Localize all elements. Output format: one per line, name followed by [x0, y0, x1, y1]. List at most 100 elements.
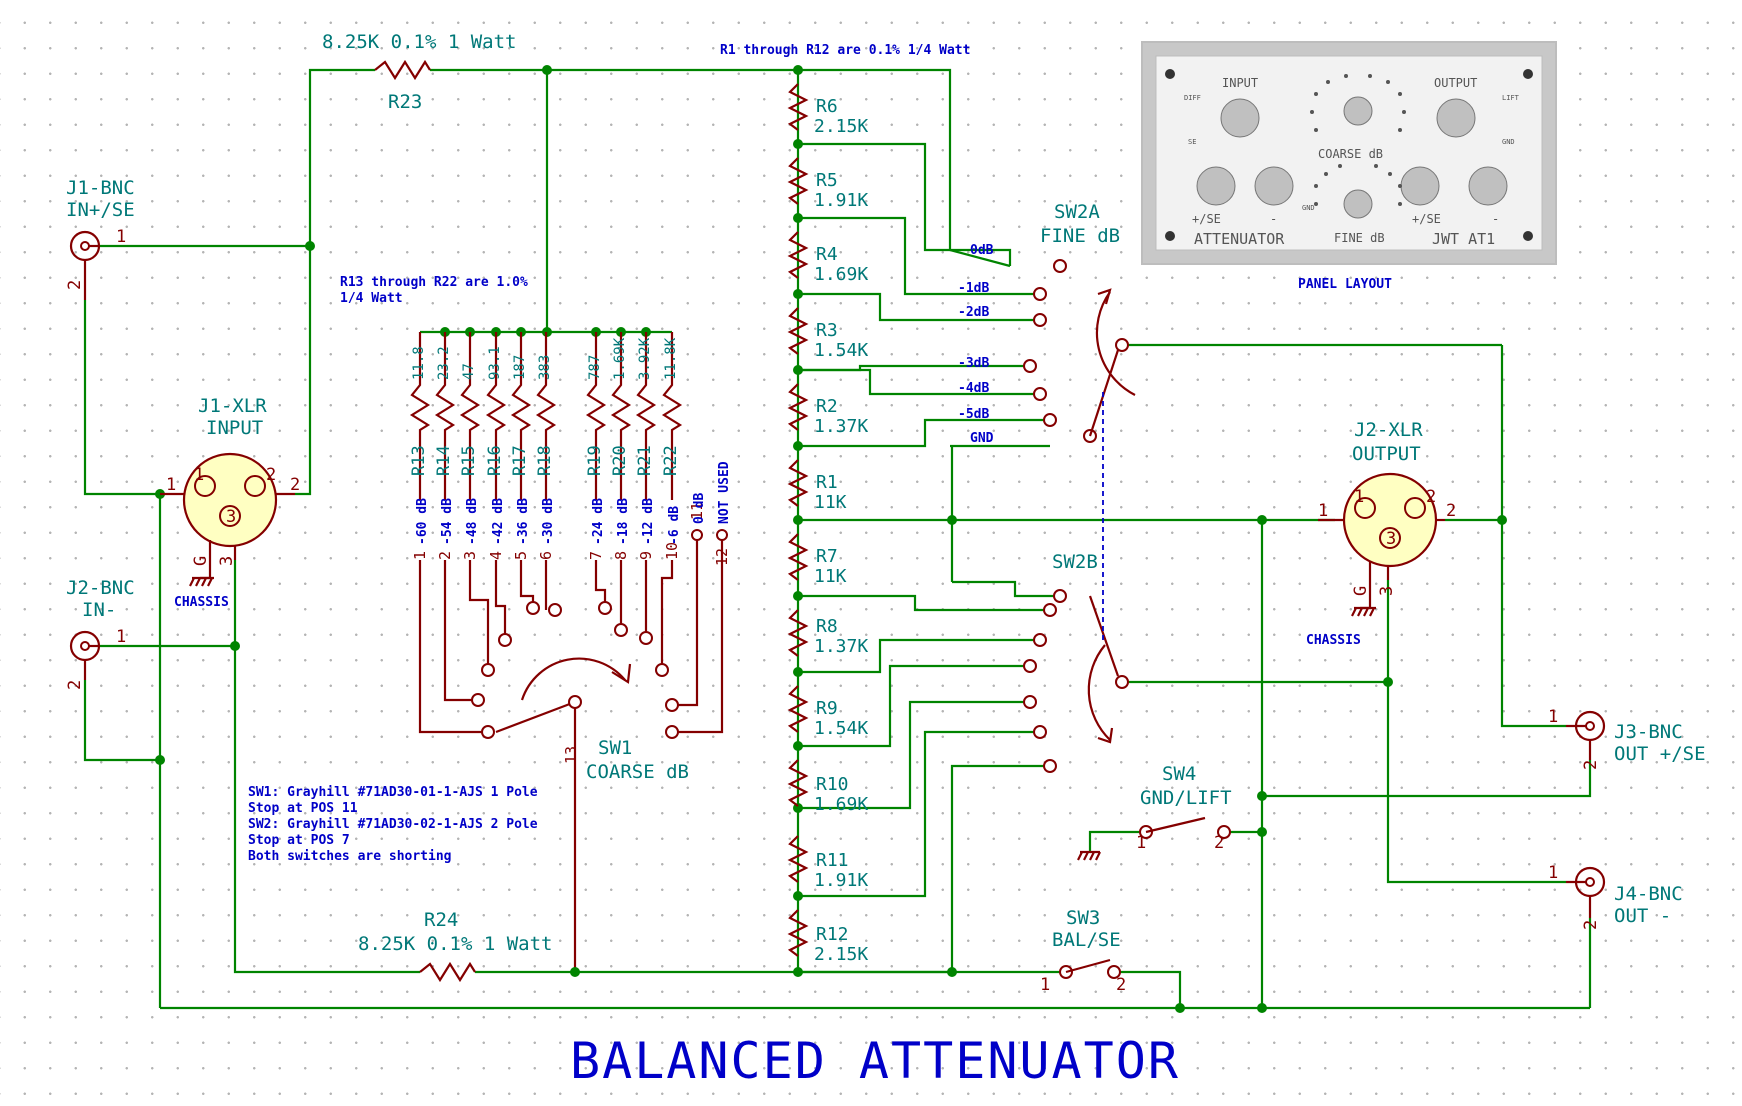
- xlr-j1: [160, 452, 295, 587]
- chassis-label: CHASSIS: [174, 595, 229, 610]
- xlr-j2: [1318, 472, 1445, 617]
- bank-ref: R18: [535, 445, 555, 476]
- j1-xlr-sub: INPUT: [206, 417, 263, 439]
- pin-number: 1: [1354, 487, 1364, 507]
- sw4-switch: [1077, 816, 1231, 861]
- sw2a-position-label: -3dB: [958, 356, 989, 371]
- j4-bnc-ref: J4-BNC: [1614, 883, 1683, 905]
- note-r13-r22: R13 through R22 are 1.0%: [340, 275, 528, 290]
- ladder-value: 1.69K: [814, 794, 868, 815]
- panel-plus-se-in: +/SE: [1192, 212, 1221, 226]
- panel-label-gnd: GND: [1502, 138, 1515, 146]
- j2-bnc-sub: IN-: [82, 599, 116, 621]
- ladder-ref: R5: [816, 170, 838, 191]
- panel-label-diff: DIFF: [1184, 94, 1201, 102]
- pin-number: 2: [266, 465, 276, 485]
- pin-number: 2: [1581, 920, 1601, 930]
- panel-input-label: INPUT: [1222, 76, 1258, 90]
- pin-number: 1: [1040, 975, 1050, 995]
- j2-xlr-ref: J2-XLR: [1354, 419, 1423, 441]
- ladder-value: 1.37K: [814, 416, 868, 437]
- ladder-ref: R4: [816, 244, 838, 265]
- sw1-position-label: 2: [436, 551, 454, 560]
- ladder-ref: R7: [816, 546, 838, 567]
- ladder-value: 11K: [814, 492, 847, 513]
- r24-value: 8.25K 0.1% 1 Watt: [358, 933, 552, 955]
- r23-ref: R23: [388, 91, 422, 113]
- note-r13-r22: 1/4 Watt: [340, 291, 403, 306]
- j1-bnc-ref: J1-BNC: [66, 177, 135, 199]
- pin-number: 1: [1548, 707, 1558, 727]
- panel-layout-drawing: DIFF SE LIFT GND GND INPUT OUTPUT COARSE…: [1141, 41, 1557, 265]
- sw1-db-label: -60 dB: [415, 498, 430, 545]
- sw2b-switch: [1023, 589, 1129, 773]
- pin-number: 1: [194, 465, 204, 485]
- sw1-db-label: -48 dB: [465, 498, 480, 545]
- sw1-position-label: 12: [713, 548, 731, 566]
- bank-value: 11.8K: [663, 337, 679, 380]
- bank-value: 383: [537, 355, 553, 380]
- sw1-position-label: 4: [487, 551, 505, 560]
- resistor-bank: [409, 332, 683, 500]
- sw1-db-label: -36 dB: [516, 498, 531, 545]
- ladder-value: 1.54K: [814, 718, 868, 739]
- pin-number: 3: [1386, 529, 1396, 549]
- bank-value: 23.2: [436, 346, 452, 380]
- panel-label-se: SE: [1188, 138, 1196, 146]
- ladder-value: 1.37K: [814, 636, 868, 657]
- ladder-ref: R9: [816, 698, 838, 719]
- pin-number: 1: [1136, 833, 1146, 853]
- switch-note-line: Stop at POS 7: [248, 833, 350, 848]
- bank-value: 787: [587, 355, 603, 380]
- resistor-ladder: [787, 83, 809, 957]
- bank-ref: R19: [585, 445, 605, 476]
- ladder-ref: R12: [816, 924, 849, 945]
- sw1-wiring: [418, 535, 724, 972]
- panel-label-lift: LIFT: [1502, 94, 1520, 102]
- sw1-position-label: 8: [612, 551, 630, 560]
- pin-number: 1: [116, 227, 126, 247]
- sw1-position-label: 1: [411, 551, 429, 560]
- ladder-value: 1.69K: [814, 264, 868, 285]
- sw1-db-label: -42 dB: [491, 498, 506, 545]
- sw2a-switch: [1023, 259, 1136, 443]
- ladder-ref: R3: [816, 320, 838, 341]
- sw1-db-label: -6 dB: [667, 506, 682, 545]
- bank-value: 93.1: [487, 346, 503, 380]
- sw1-position-label: 7: [587, 551, 605, 560]
- switch-note-line: SW2: Grayhill #71AD30-02-1-AJS 2 Pole: [248, 817, 538, 832]
- pin-number: 2: [1214, 833, 1224, 853]
- sw2a-sub: FINE dB: [1040, 225, 1120, 247]
- panel-minus-out: -: [1492, 212, 1499, 226]
- bank-value: 187: [512, 355, 528, 380]
- resistor-r23: [374, 59, 431, 81]
- pin-number: 3: [217, 556, 237, 566]
- ladder-value: 2.15K: [814, 944, 868, 965]
- sw2a-position-label: GND: [970, 431, 994, 446]
- sw1-ref: SW1: [598, 737, 632, 759]
- pin-number: 3: [226, 507, 236, 527]
- sw2a-position-label: 0dB: [970, 243, 994, 258]
- sw4-ref: SW4: [1162, 763, 1196, 785]
- panel-coarse-label: COARSE dB: [1318, 147, 1383, 161]
- pin-number: 2: [1581, 760, 1601, 770]
- sw4-sub: GND/LIFT: [1140, 787, 1232, 809]
- sw1-position-label: 5: [512, 551, 530, 560]
- j1-xlr-ref: J1-XLR: [198, 395, 267, 417]
- ladder-ref: R11: [816, 850, 849, 871]
- pin-number: 1: [166, 475, 176, 495]
- pin-number: 3: [1377, 586, 1397, 596]
- pin-number: 1: [1318, 501, 1328, 521]
- chassis-label: CHASSIS: [1306, 633, 1361, 648]
- bank-value: 3.92K: [637, 337, 653, 380]
- bank-ref: R13: [409, 445, 429, 476]
- bank-ref: R22: [661, 445, 681, 476]
- switch-note-line: Stop at POS 11: [248, 801, 358, 816]
- resistor-r24: [419, 961, 476, 983]
- ladder-value: 11K: [814, 566, 847, 587]
- panel-label-gnd2: GND: [1302, 204, 1315, 212]
- sw1-db-label: -24 dB: [591, 498, 606, 545]
- pin-number: 2: [1446, 501, 1456, 521]
- switch-note-line: Both switches are shorting: [248, 849, 452, 864]
- pin-number: 2: [65, 280, 85, 290]
